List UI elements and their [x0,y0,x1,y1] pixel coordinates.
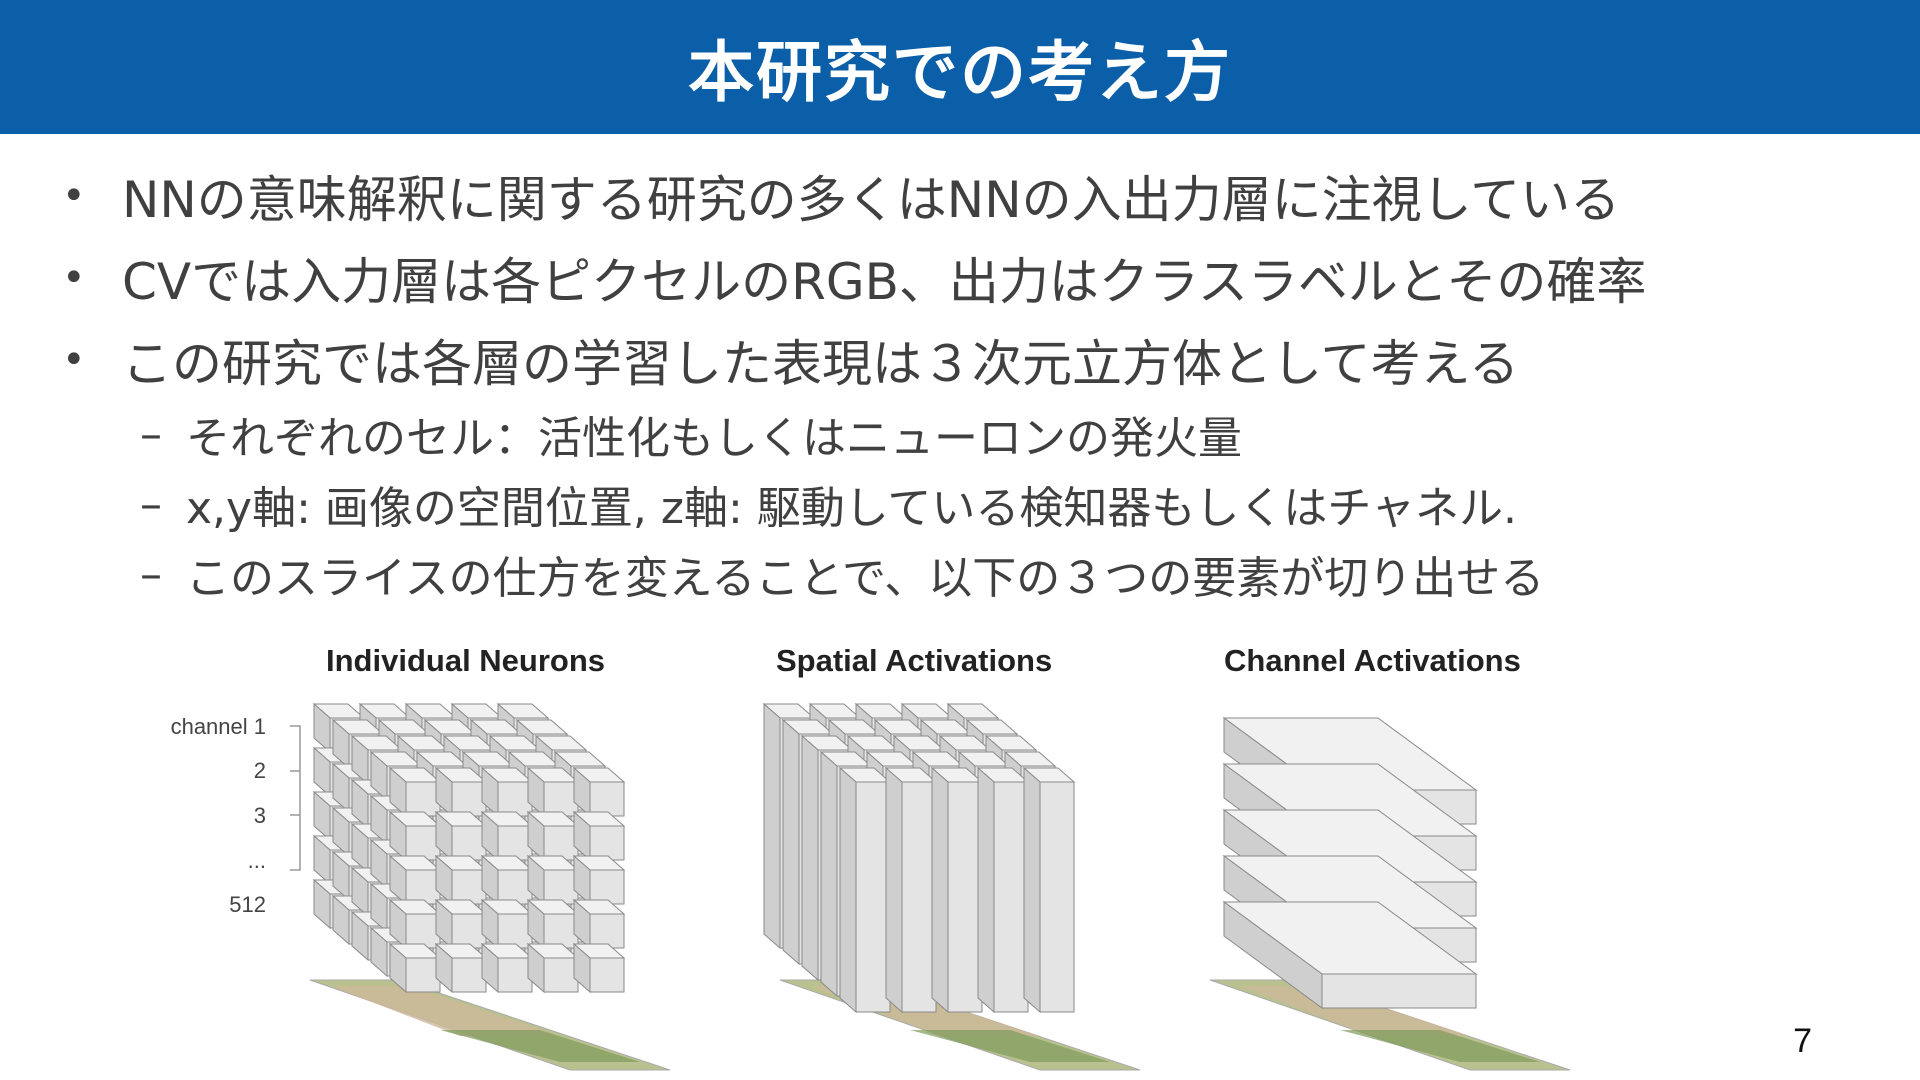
spatial-activations-diagram [762,702,1141,1071]
channel-label: ... [247,848,266,873]
bullet-dot: • [62,255,86,301]
sub-bullet-dash: – [140,408,162,460]
neuron-cube [480,854,534,906]
neuron-cube [434,898,488,950]
neuron-cube [572,810,626,862]
spatial-column [976,766,1030,1014]
neuron-cube [434,766,488,818]
neuron-cube [388,766,442,818]
neuron-cube [480,898,534,950]
neuron-cube [526,810,580,862]
bullet-2: • CVでは入力層は各ピクセルのRGB、出力はクラスラベルとその確率 [62,242,1646,314]
neuron-cube [526,766,580,818]
sub-bullet-dash: – [140,548,162,600]
neuron-cube [480,810,534,862]
neuron-cube [526,942,580,994]
sub-bullet-3: – このスライスの仕方を変えることで、以下の３つの要素が切り出せる [140,542,1544,606]
panel-title-individual-neurons: Individual Neurons [326,643,606,678]
neuron-cube [388,942,442,994]
title-bar: 本研究での考え方 [0,0,1920,134]
sub-bullet-text: このスライスの仕方を変えることで、以下の３つの要素が切り出せる [186,553,1545,604]
bullet-text: NNの意味解釈に関する研究の多くはNNの入出力層に注視している [122,171,1621,229]
spatial-column [1022,766,1076,1014]
channel-label: 3 [253,803,266,828]
bullet-text: この研究では各層の学習した表現は３次元立方体として考える [122,335,1519,393]
slide-title: 本研究での考え方 [688,34,1232,111]
sub-bullet-text: x,y軸: 画像の空間位置, z軸: 駆動している検知器もしくはチャネル. [186,483,1517,534]
channel-label: 512 [229,892,266,917]
channel-label: channel 1 [170,714,266,739]
sub-bullet-text: それぞれのセル：活性化もしくはニューロンの発火量 [186,413,1242,464]
input-image-plane [1209,979,1571,1071]
channel-bracket [290,725,301,871]
neuron-cube [434,942,488,994]
panel-title-spatial-activations: Spatial Activations [776,643,1053,678]
bullet-text: CVでは入力層は各ピクセルのRGB、出力はクラスラベルとその確率 [122,253,1647,311]
spatial-column [884,766,938,1014]
neuron-cube [388,898,442,950]
neuron-cube [388,854,442,906]
channel-label: 2 [253,758,266,783]
bullet-1: • NNの意味解釈に関する研究の多くはNNの入出力層に注視している [62,160,1620,232]
bullet-3: • この研究では各層の学習した表現は３次元立方体として考える [62,324,1519,396]
neuron-cube [526,854,580,906]
sub-bullet-2: – x,y軸: 画像の空間位置, z軸: 駆動している検知器もしくはチャネル. [140,472,1517,536]
spatial-column [838,766,892,1014]
panel-title-channel-activations: Channel Activations [1224,643,1521,678]
input-image-plane [309,979,671,1071]
page-number: 7 [1793,1022,1812,1060]
bullet-dot: • [62,173,86,219]
neuron-cube [480,766,534,818]
channel-activations-diagram [1209,717,1571,1071]
neuron-cube [572,854,626,906]
sub-bullet-1: – それぞれのセル：活性化もしくはニューロンの発火量 [140,402,1242,466]
bullet-dot: • [62,337,86,383]
sub-bullet-dash: – [140,478,162,530]
neuron-cube [526,898,580,950]
spatial-column [930,766,984,1014]
individual-neurons-diagram [290,702,671,1071]
neuron-cube [388,810,442,862]
neuron-cube [434,854,488,906]
neuron-cube [572,898,626,950]
neuron-cube [572,766,626,818]
neuron-cube [572,942,626,994]
neuron-cube [480,942,534,994]
neuron-cube [434,810,488,862]
channel-slab [1222,901,1478,1009]
